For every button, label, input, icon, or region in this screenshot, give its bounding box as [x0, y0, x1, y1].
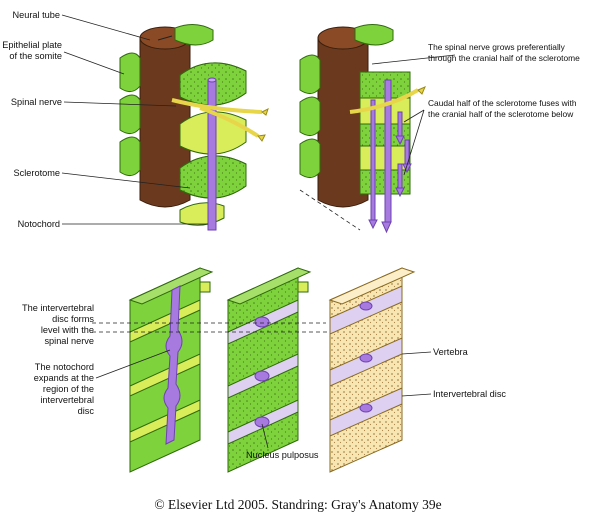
copyright-caption: © Elsevier Ltd 2005. Standring: Gray's A… — [154, 497, 442, 512]
bottom-stage-1 — [128, 267, 214, 473]
nucleus-pulposus-label: Nucleus pulposus — [246, 450, 319, 460]
neural-tube-label: Neural tube — [12, 10, 61, 20]
nucleus-pulposus-marks — [254, 316, 270, 428]
spinal-nerve — [171, 98, 263, 138]
sclerotome-label: Sclerotome — [13, 168, 60, 178]
disc-forms-label: The intervertebral disc forms level with… — [21, 303, 94, 346]
nerve-grows-label: The spinal nerve grows preferentially th… — [428, 42, 580, 63]
bottom-stage-3 — [328, 267, 416, 473]
notochord-expands-label: The notochord expands at the region of t… — [33, 362, 94, 416]
leader-lines — [61, 14, 456, 449]
top-left-somite-drawing — [119, 24, 269, 231]
vertebra-label: Vertebra — [433, 347, 468, 357]
bottom-stage-2 — [226, 267, 312, 473]
spinal-nerve-label: Spinal nerve — [10, 97, 62, 107]
notochord — [207, 79, 217, 231]
top-right-resegmentation-drawing — [299, 24, 426, 234]
notochord-label: Notochord — [17, 219, 60, 229]
epithelial-plate-label: Epithelial plate of the somite — [2, 40, 62, 61]
caudal-half-label: Caudal half of the sclerotome fuses with… — [428, 98, 577, 119]
intervertebral-disc-label: Intervertebral disc — [433, 389, 507, 399]
